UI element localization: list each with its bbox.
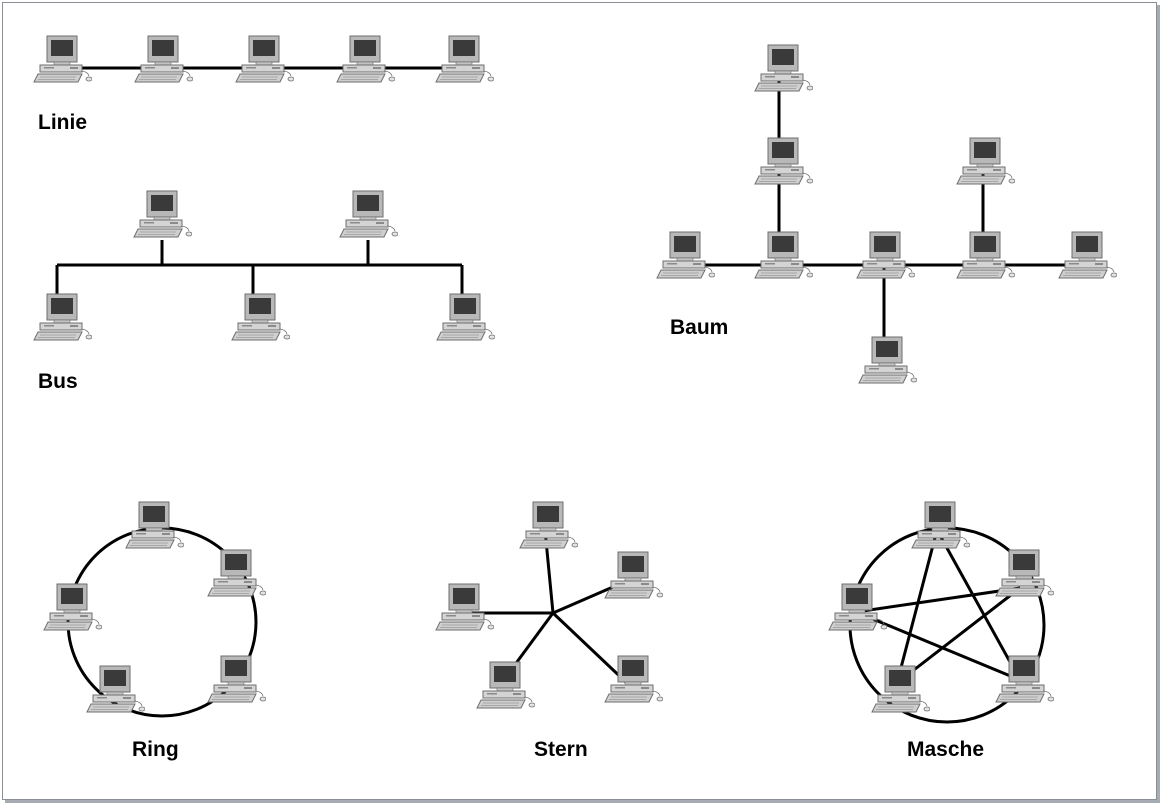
computer-icon (911, 501, 970, 549)
computer-icon (33, 293, 92, 341)
computer-icon (754, 44, 813, 92)
computer-icon (33, 35, 92, 83)
computer-icon (828, 583, 887, 631)
label-stern: Stern (534, 738, 588, 761)
label-ring: Ring (132, 738, 179, 761)
stern-connections (462, 529, 631, 687)
computer-icon (604, 655, 663, 703)
computer-icon (43, 583, 102, 631)
computer-icon (1058, 231, 1117, 279)
label-masche: Masche (907, 738, 985, 761)
computers (33, 35, 1117, 713)
computer-icon (754, 137, 813, 185)
diagram-frame (2, 2, 1157, 800)
computer-icon (207, 549, 266, 597)
computer-icon (871, 665, 930, 713)
label-baum: Baum (670, 316, 729, 339)
computer-icon (339, 190, 398, 238)
computer-icon (858, 336, 917, 384)
computer-icon (436, 293, 495, 341)
computer-icon (231, 293, 290, 341)
computer-icon (336, 35, 395, 83)
computer-icon (133, 190, 192, 238)
computer-icon (656, 231, 715, 279)
computer-icon (604, 551, 663, 599)
computer-icon (995, 549, 1054, 597)
computer-icon (134, 35, 193, 83)
computer-icon (125, 501, 184, 549)
computer-icon (435, 583, 494, 631)
computer-icon (235, 35, 294, 83)
label-linie: Linie (38, 111, 88, 134)
computer-icon (754, 231, 813, 279)
computer-icon (995, 655, 1054, 703)
computer-icon (207, 655, 266, 703)
masche-mesh (855, 529, 1022, 685)
computer-icon (435, 35, 494, 83)
computer-icon (856, 231, 915, 279)
computer-icon (956, 231, 1015, 279)
computer-icon (476, 661, 535, 709)
computer-icon (956, 137, 1015, 185)
connection-lines (55, 66, 1082, 724)
label-bus: Bus (38, 370, 78, 393)
computer-icon (519, 501, 578, 549)
